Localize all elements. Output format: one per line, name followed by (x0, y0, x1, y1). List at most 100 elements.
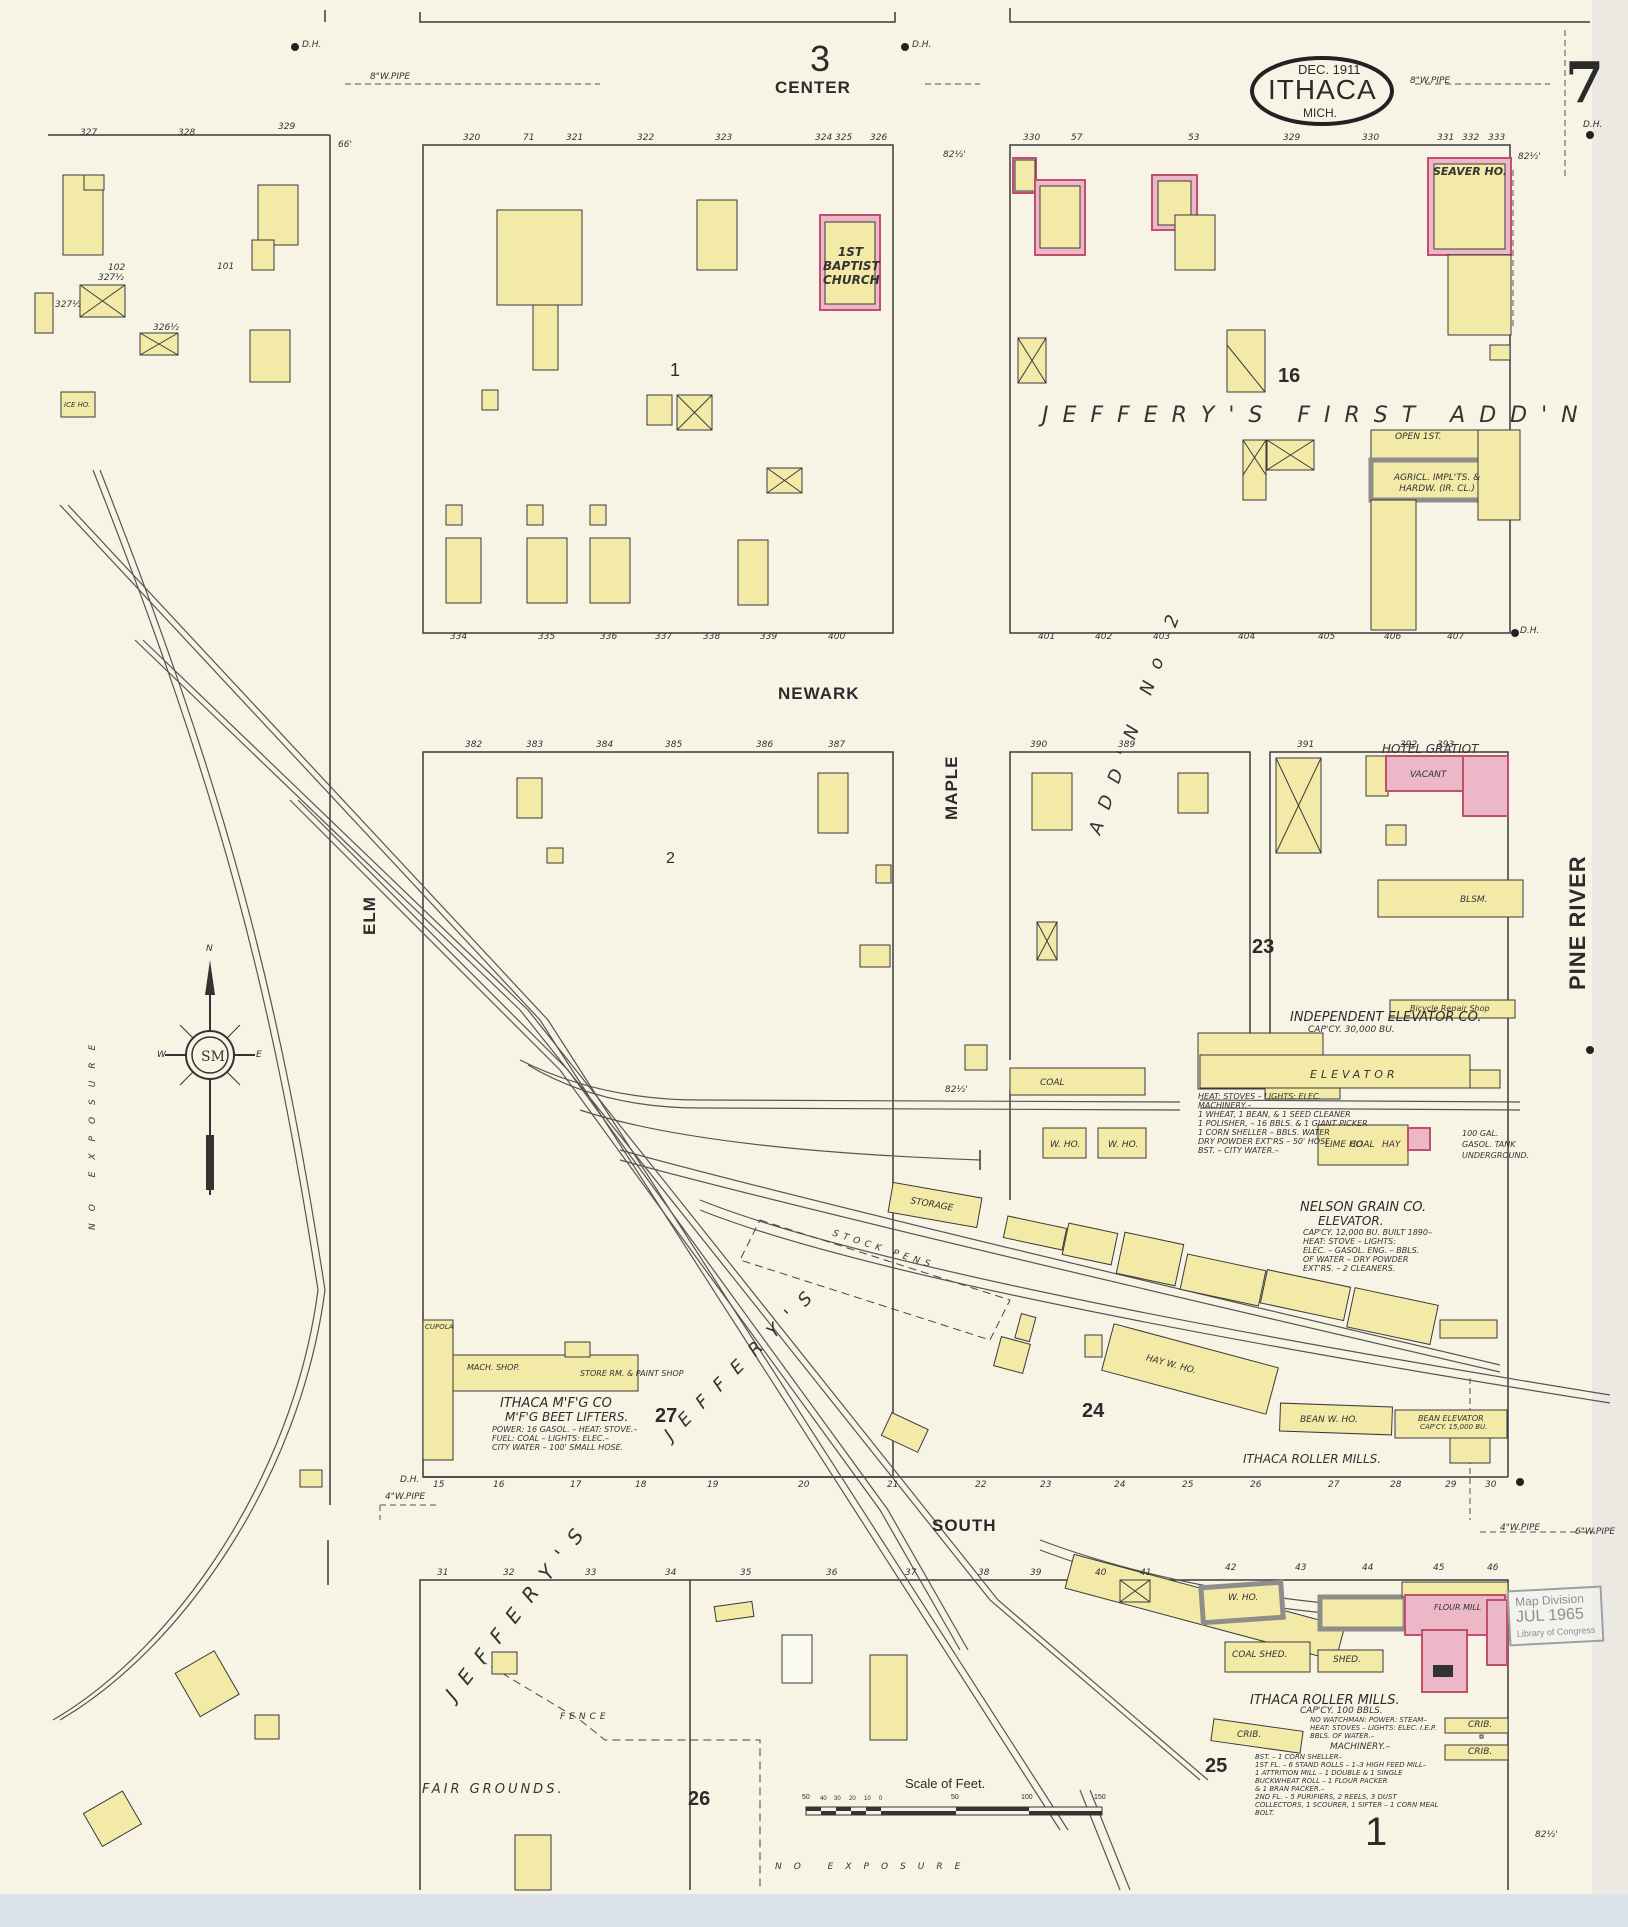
address-number: 338 (703, 632, 721, 642)
shed-label: SHED. (1333, 1655, 1361, 1665)
address-number: 387 (828, 740, 846, 750)
compass-east: E (256, 1050, 262, 1060)
address-number: 15 (433, 1480, 445, 1490)
address-number: 328 (178, 128, 196, 138)
address-number: 35 (740, 1568, 752, 1578)
street-center: CENTER (775, 78, 851, 97)
beet-lifters-label: M'F'G BEET LIFTERS. (505, 1410, 629, 1424)
address-number: 331 (1437, 133, 1455, 143)
address-number: 383 (526, 740, 544, 750)
address-number: 393 (1437, 740, 1455, 750)
bean-elevator-capacity: CAP'CY. 15,000 BU. (1420, 1423, 1488, 1431)
scale-tick: 30 (834, 1796, 841, 1802)
address-number: 43 (1295, 1563, 1307, 1573)
scale-tick: 150 (1094, 1794, 1106, 1801)
address-number: 16 (493, 1480, 505, 1490)
map-city: ITHACA (1268, 74, 1377, 105)
block-number: 16 (1278, 365, 1301, 387)
address-number: 53 (1188, 133, 1200, 143)
address-number: 23 (1040, 1480, 1052, 1490)
scale-tick: 50 (802, 1794, 810, 1801)
bean-elevator-label: BEAN ELEVATOR (1418, 1414, 1484, 1423)
address-number: 322 (637, 133, 655, 143)
scale-tick: 10 (864, 1796, 871, 1802)
bean-w-ho-label: BEAN W. HO. (1300, 1415, 1358, 1425)
block-number: 24 (1082, 1400, 1105, 1422)
address-number: 321 (566, 133, 584, 143)
block-number: 25 (1205, 1755, 1228, 1777)
address-number: 22 (975, 1480, 987, 1490)
address-number: 332 (1462, 133, 1480, 143)
address-number: 400 (828, 632, 846, 642)
address-number: 327½ (98, 273, 124, 283)
address-number: 25 (1182, 1480, 1194, 1490)
address-number: 386 (756, 740, 774, 750)
address-number: 385 (665, 740, 683, 750)
w-ho-label: W. HO. (1108, 1140, 1139, 1150)
scale-title: Scale of Feet. (905, 1776, 986, 1791)
street-pine-river: PINE RIVER (1565, 855, 1590, 990)
address-number: 337 (655, 632, 673, 642)
address-number: 33 (585, 1568, 597, 1578)
cupola-label: CUPOLA (425, 1323, 454, 1331)
bicycle-label: Bicycle Repair Shop (1410, 1004, 1490, 1013)
street-elm: ELM (360, 896, 379, 935)
scale-tick: 0 (879, 1796, 883, 1802)
address-number: 37 (905, 1568, 917, 1578)
address-number: 325 (835, 133, 853, 143)
address-number: 391 (1297, 740, 1315, 750)
hydrant-label: D.H. (912, 40, 932, 50)
machinery-list: BST. – 1 CORN SHELLER– 1ST FL. – 6 STAND… (1255, 1753, 1439, 1817)
address-number: 335 (538, 632, 556, 642)
independent-notes: HEAT: STOVES – LIGHTS: ELEC. MACHINERY.–… (1198, 1092, 1368, 1155)
address-number: 57 (1071, 133, 1083, 143)
address-number: 329 (1283, 133, 1301, 143)
machinery-title: MACHINERY.– (1330, 1742, 1390, 1752)
address-number: 38 (978, 1568, 990, 1578)
street-width: 82½' (1518, 152, 1541, 162)
compass-west: W (157, 1050, 166, 1060)
street-width: 82½' (945, 1085, 968, 1095)
address-number: 320 (463, 133, 481, 143)
right-margin (1592, 0, 1628, 1894)
block-number: 23 (1252, 936, 1275, 958)
street-maple: MAPLE (942, 755, 961, 821)
street-newark: NEWARK (778, 684, 860, 703)
roller-mills-label-upper: ITHACA ROLLER MILLS. (1243, 1452, 1382, 1466)
block-number: 26 (688, 1788, 711, 1810)
address-number: 71 (523, 133, 535, 143)
address-number: 330 (1023, 133, 1041, 143)
church-label: 1ST BAPTIST CHURCH (823, 245, 880, 287)
roller-mills-notes: NO WATCHMAN: POWER: STEAM– HEAT: STOVES … (1310, 1716, 1437, 1740)
crib-label: CRIB. (1237, 1730, 1262, 1740)
address-number: 30 (1485, 1480, 1497, 1490)
address-number: 18 (635, 1480, 647, 1490)
scale-tick: 20 (849, 1796, 856, 1802)
hydrant-label: D.H. (302, 40, 322, 50)
pipe-label: 8"W.PIPE (370, 72, 411, 82)
address-number: 26 (1250, 1480, 1262, 1490)
address-number: 20 (798, 1480, 810, 1490)
hotel-gratiot-label: HOTEL GRATIOT (1382, 742, 1479, 756)
ithaca-mfg-label: ITHACA M'F'G CO (500, 1396, 612, 1411)
address-number: 17 (570, 1480, 582, 1490)
adjacent-sheet-ref: 1 (1365, 1810, 1388, 1854)
address-number: 27 (1328, 1480, 1340, 1490)
independent-elevator-label: INDEPENDENT ELEVATOR CO. (1290, 1010, 1482, 1025)
scale-bar (805, 1806, 1103, 1816)
address-number: 19 (707, 1480, 719, 1490)
scale-tick: 100 (1021, 1794, 1033, 1801)
fair-grounds-label: FAIR GROUNDS. (422, 1782, 565, 1797)
no-exposure-bottom: NO EXPOSURE (775, 1862, 973, 1872)
blsm-label: BLSM. (1460, 895, 1488, 905)
address-number: 40 (1095, 1568, 1107, 1578)
address-number: 406 (1384, 632, 1402, 642)
address-number: 403 (1153, 632, 1171, 642)
address-number: 389 (1118, 740, 1136, 750)
address-number: 329 (278, 122, 296, 132)
address-number: 327½ (55, 300, 81, 310)
crib-label: CRIB. (1468, 1720, 1493, 1730)
address-number: 384 (596, 740, 614, 750)
address-number: 46 (1487, 1563, 1499, 1573)
